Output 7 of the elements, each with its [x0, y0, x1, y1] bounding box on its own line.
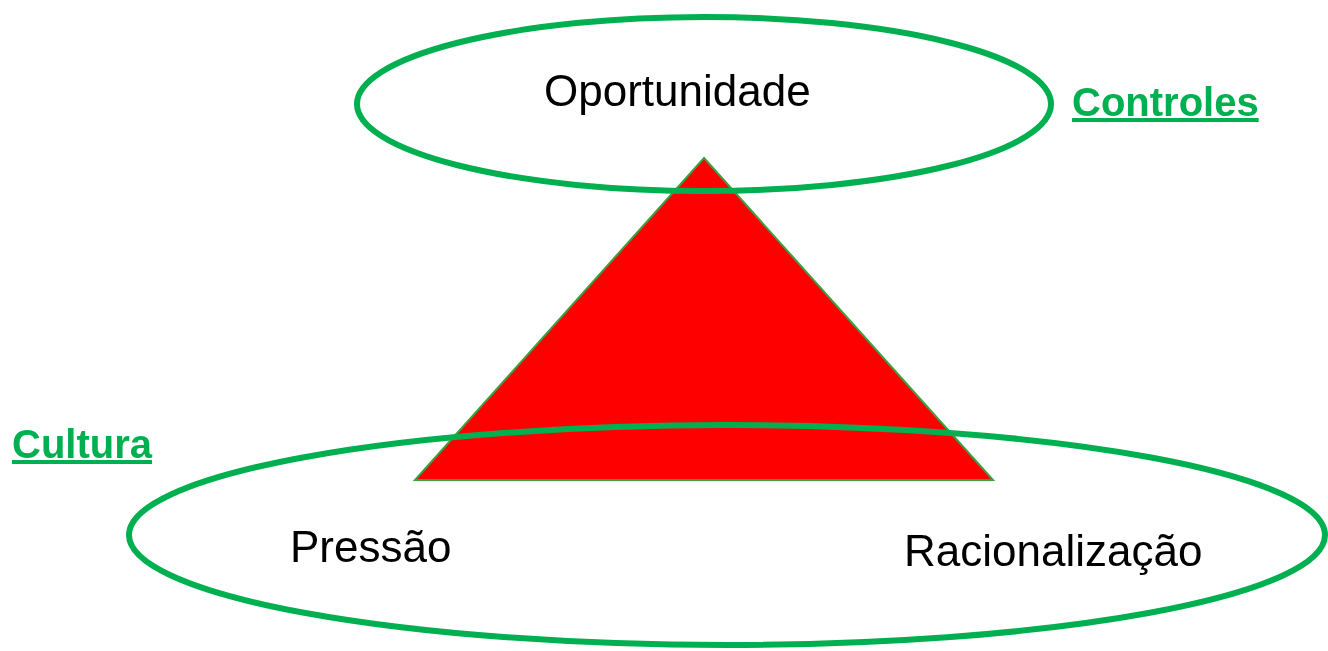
node-label: Racionalização: [904, 526, 1203, 576]
node-label: Oportunidade: [544, 66, 811, 116]
triangle-shape: [415, 158, 993, 480]
category-label: Cultura: [12, 422, 152, 467]
category-label: Controles: [1072, 80, 1259, 125]
node-label: Pressão: [290, 522, 452, 572]
ellipse-shape: [354, 14, 1054, 194]
